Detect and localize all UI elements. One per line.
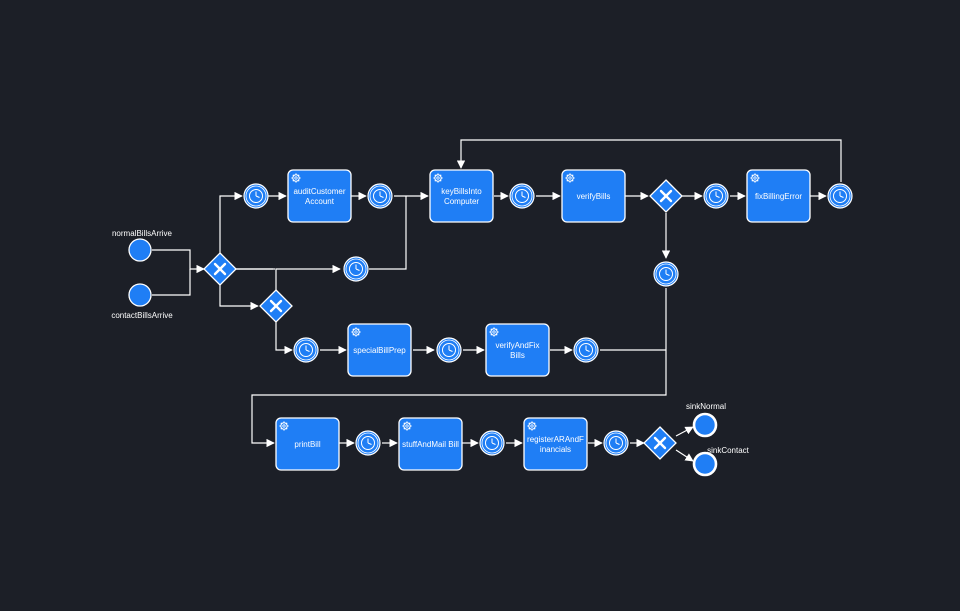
- task-special-bill-prep-label-1: specialBillPrep: [353, 346, 406, 355]
- edge-timer6-loop-to-key: [456, 139, 842, 182]
- clock-icon: [659, 267, 673, 281]
- timer-2[interactable]: [367, 183, 393, 209]
- gateway-2-x-icon: [269, 299, 283, 313]
- edge-normal-to-gw1: [152, 249, 205, 274]
- task-verify-and-fix-bills-label-2: Bills: [510, 351, 525, 360]
- timer-1[interactable]: [243, 183, 269, 209]
- task-key-bills-into-computer-label-1: keyBillsInto: [441, 187, 482, 196]
- end-event-sink-normal-label: sinkNormal: [686, 402, 726, 411]
- edge-gw1-down-to-gw2: [219, 285, 259, 311]
- gateway-3[interactable]: [649, 179, 683, 213]
- task-audit-customer-account-label-2: Account: [305, 197, 335, 206]
- timer-7[interactable]: [653, 261, 679, 287]
- timer-12[interactable]: [479, 430, 505, 456]
- clock-icon: [373, 189, 387, 203]
- task-register-ar-and-financials-label-1: registerARAndF: [527, 435, 584, 444]
- edge-gw2-to-timer8: [275, 322, 293, 355]
- clock-icon: [299, 343, 313, 357]
- task-fix-billing-error-label-1: fixBillingError: [755, 192, 802, 201]
- edge-gw4-to-sinkcontact: [675, 449, 694, 462]
- task-verify-bills[interactable]: verifyBills: [561, 169, 626, 223]
- start-event-contact[interactable]: contactBillsArrive: [111, 283, 173, 320]
- task-audit-customer-account-label-1: auditCustomer: [293, 187, 345, 196]
- clock-icon: [609, 436, 623, 450]
- task-print-bill[interactable]: printBill: [275, 417, 340, 471]
- timer-3[interactable]: [343, 256, 369, 282]
- start-event-contact-label: contactBillsArrive: [111, 311, 173, 320]
- edge-timer3-to-key: [369, 196, 407, 270]
- task-special-bill-prep[interactable]: specialBillPrep: [347, 323, 412, 377]
- task-verify-bills-label-1: verifyBills: [577, 192, 611, 201]
- end-event-sink-contact[interactable]: sinkContact: [692, 446, 750, 477]
- gateway-1-x-icon: [213, 262, 227, 276]
- task-print-bill-label-1: printBill: [294, 440, 320, 449]
- timer-10[interactable]: [573, 337, 599, 363]
- timers: [243, 183, 853, 456]
- timer-9[interactable]: [436, 337, 462, 363]
- connections: [152, 139, 842, 462]
- task-fix-billing-error[interactable]: fixBillingError: [746, 169, 811, 223]
- edge-timer7-to-print: [251, 288, 667, 448]
- timer-6[interactable]: [827, 183, 853, 209]
- gateway-2[interactable]: [259, 289, 293, 323]
- task-stuff-and-mail-bill-label-1: stuffAndMail Bill: [402, 440, 459, 449]
- timer-13[interactable]: [603, 430, 629, 456]
- task-stuff-and-mail-bill[interactable]: stuffAndMail Bill: [398, 417, 463, 471]
- clock-icon: [579, 343, 593, 357]
- clock-icon: [515, 189, 529, 203]
- gateway-1[interactable]: [203, 252, 237, 286]
- gateways: [203, 179, 683, 460]
- task-register-ar-and-financials-label-2: inancials: [540, 445, 571, 454]
- timer-8[interactable]: [293, 337, 319, 363]
- gateway-4-x-icon: [653, 436, 667, 450]
- edge-gw2-to-timer3: [275, 264, 341, 290]
- edge-contact-to-gw1: [152, 269, 191, 296]
- task-key-bills-into-computer-label-2: Computer: [444, 197, 479, 206]
- start-event-normal-label: normalBillsArrive: [112, 229, 173, 238]
- timer-5[interactable]: [703, 183, 729, 209]
- timer-11[interactable]: [355, 430, 381, 456]
- gateway-4[interactable]: [643, 426, 677, 460]
- clock-icon: [249, 189, 263, 203]
- end-event-sink-contact-label: sinkContact: [707, 446, 750, 455]
- clock-icon: [709, 189, 723, 203]
- gateway-3-x-icon: [659, 189, 673, 203]
- clock-icon: [833, 189, 847, 203]
- start-event-normal[interactable]: normalBillsArrive: [112, 229, 173, 262]
- clock-icon: [485, 436, 499, 450]
- clock-icon: [349, 262, 363, 276]
- clock-icon: [442, 343, 456, 357]
- timer-4[interactable]: [509, 183, 535, 209]
- clock-icon: [361, 436, 375, 450]
- edge-gw1-to-timer1: [219, 191, 243, 253]
- task-verify-and-fix-bills-label-1: verifyAndFix: [495, 341, 539, 350]
- end-event-sink-normal[interactable]: sinkNormal: [686, 402, 726, 438]
- edge-gw4-to-sinknormal: [675, 426, 694, 437]
